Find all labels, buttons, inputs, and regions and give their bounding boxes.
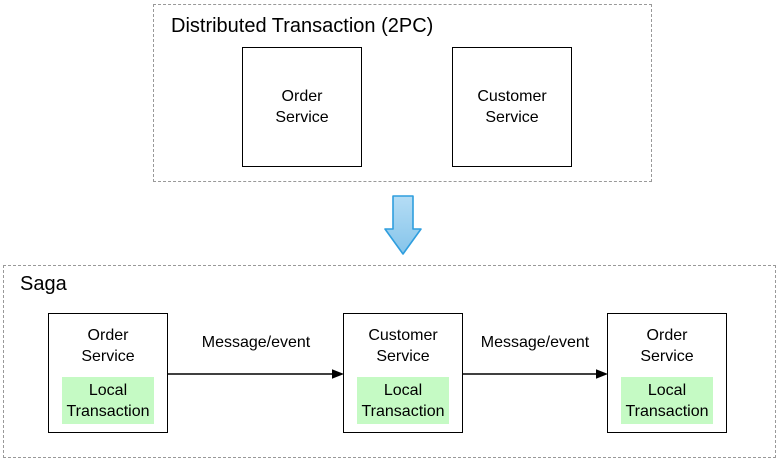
local-transaction-label-line: Transaction — [625, 402, 709, 420]
local-transaction-label-line: Transaction — [361, 402, 445, 420]
service-label-line: Service — [485, 109, 539, 126]
service-label-line: Order — [87, 327, 129, 344]
service-label-line: Customer — [477, 88, 547, 105]
saga-group-title: Saga — [20, 273, 67, 295]
service-label-line: Service — [275, 109, 329, 126]
service-label-line: Service — [81, 348, 135, 365]
local-transaction-label-line: Local — [383, 381, 423, 399]
message-arrow-icon — [463, 369, 608, 379]
local-transaction-box: Local Transaction — [621, 377, 713, 424]
2pc-group-box: Distributed Transaction (2PC) — [153, 4, 652, 182]
local-transaction-box: Local Transaction — [357, 377, 449, 424]
2pc-customer-service-box: Customer Service — [452, 47, 572, 167]
local-transaction-label-line: Local — [647, 381, 687, 399]
local-transaction-box: Local Transaction — [62, 377, 154, 424]
2pc-group-title: Distributed Transaction (2PC) — [171, 15, 434, 37]
service-label-line: Service — [640, 348, 694, 365]
service-label-line: Customer — [368, 327, 438, 344]
local-transaction-label-line: Transaction — [66, 402, 150, 420]
2pc-order-service-box: Order Service — [242, 47, 362, 167]
saga-order-service-box-1: Order Service Local Transaction — [48, 313, 168, 433]
saga-customer-service-box: Customer Service Local Transaction — [343, 313, 463, 433]
local-transaction-label-line: Local — [88, 381, 128, 399]
message-arrow-label: Message/event — [480, 334, 590, 351]
saga-order-service-box-2: Order Service Local Transaction — [607, 313, 727, 433]
message-arrow-label: Message/event — [201, 334, 311, 351]
down-arrow-icon — [384, 195, 422, 255]
service-label-line: Service — [376, 348, 430, 365]
service-label-line: Order — [281, 88, 323, 105]
service-label-line: Order — [646, 327, 688, 344]
message-arrow-icon — [168, 369, 344, 379]
